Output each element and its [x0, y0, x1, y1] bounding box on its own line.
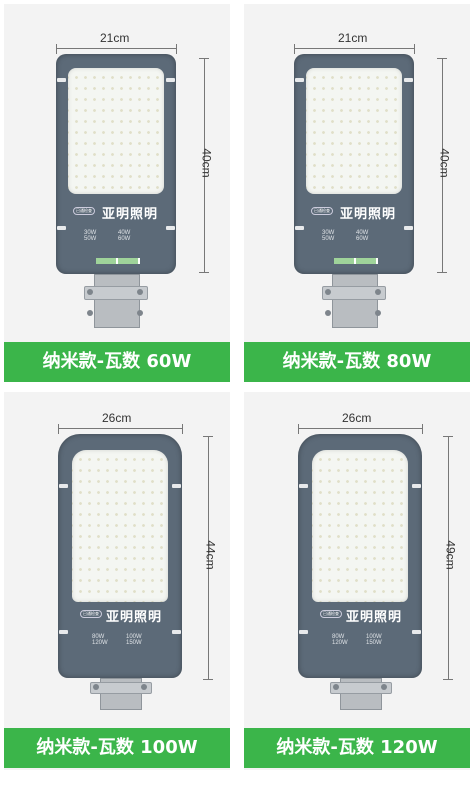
height-dimension-line [208, 436, 209, 680]
brand-logo: 亚明照明 [102, 207, 159, 222]
product-label-banner: 纳米款-瓦数 100W [4, 728, 230, 768]
cert-badge: 已通检查 [80, 610, 102, 618]
cert-badge: 已通检查 [73, 207, 95, 215]
led-panel [72, 450, 168, 602]
led-panel [312, 450, 408, 602]
mounting-neck [94, 274, 140, 328]
width-dimension-line [58, 428, 182, 429]
led-panel [68, 68, 164, 194]
spec-labels [96, 258, 140, 264]
height-label: 44cm [203, 540, 218, 570]
mounting-neck [332, 274, 378, 328]
brand-logo: 亚明照明 [106, 610, 163, 625]
width-label: 26cm [102, 411, 132, 425]
height-dimension-line [204, 58, 205, 273]
product-label-banner: 纳米款-瓦数 120W [244, 728, 470, 768]
height-dimension-line [448, 436, 449, 680]
height-label: 40cm [199, 148, 214, 178]
width-label: 26cm [342, 411, 372, 425]
width-label: 21cm [100, 31, 130, 45]
width-label: 21cm [338, 31, 368, 45]
width-dimension-line [294, 48, 414, 49]
brand-logo: 亚明照明 [346, 610, 403, 625]
height-dimension-line [442, 58, 443, 273]
cert-badge: 已通检查 [320, 610, 342, 618]
led-panel [306, 68, 402, 194]
height-label: 49cm [443, 540, 458, 570]
width-dimension-line [56, 48, 176, 49]
width-dimension-line [298, 428, 422, 429]
height-label: 40cm [437, 148, 452, 178]
product-label-banner: 纳米款-瓦数 80W [244, 342, 470, 382]
product-label-banner: 纳米款-瓦数 60W [4, 342, 230, 382]
cert-badge: 已通检查 [311, 207, 333, 215]
spec-labels [334, 258, 378, 264]
brand-logo: 亚明照明 [340, 207, 397, 222]
